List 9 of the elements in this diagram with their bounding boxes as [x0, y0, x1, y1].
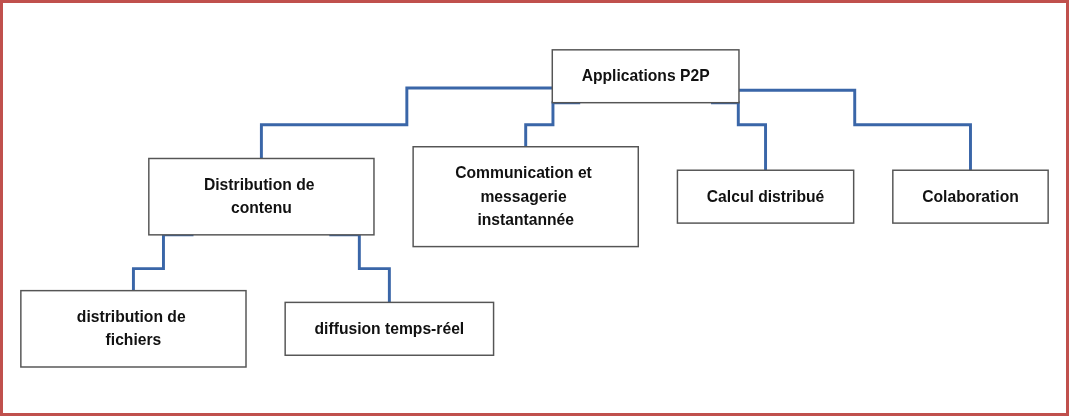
node-box: Applications P2P [551, 48, 740, 103]
node-box: Communication et messagerie instantannée [412, 145, 639, 247]
connector [524, 100, 581, 148]
node-box: Calcul distribué [676, 169, 855, 224]
node-box: distribution de fichiers [20, 289, 247, 368]
node-box: Colaboration [892, 169, 1049, 224]
node-box: diffusion temps-réel [284, 301, 495, 356]
node-box: Distribution de contenu [148, 157, 375, 236]
connector [259, 86, 553, 160]
